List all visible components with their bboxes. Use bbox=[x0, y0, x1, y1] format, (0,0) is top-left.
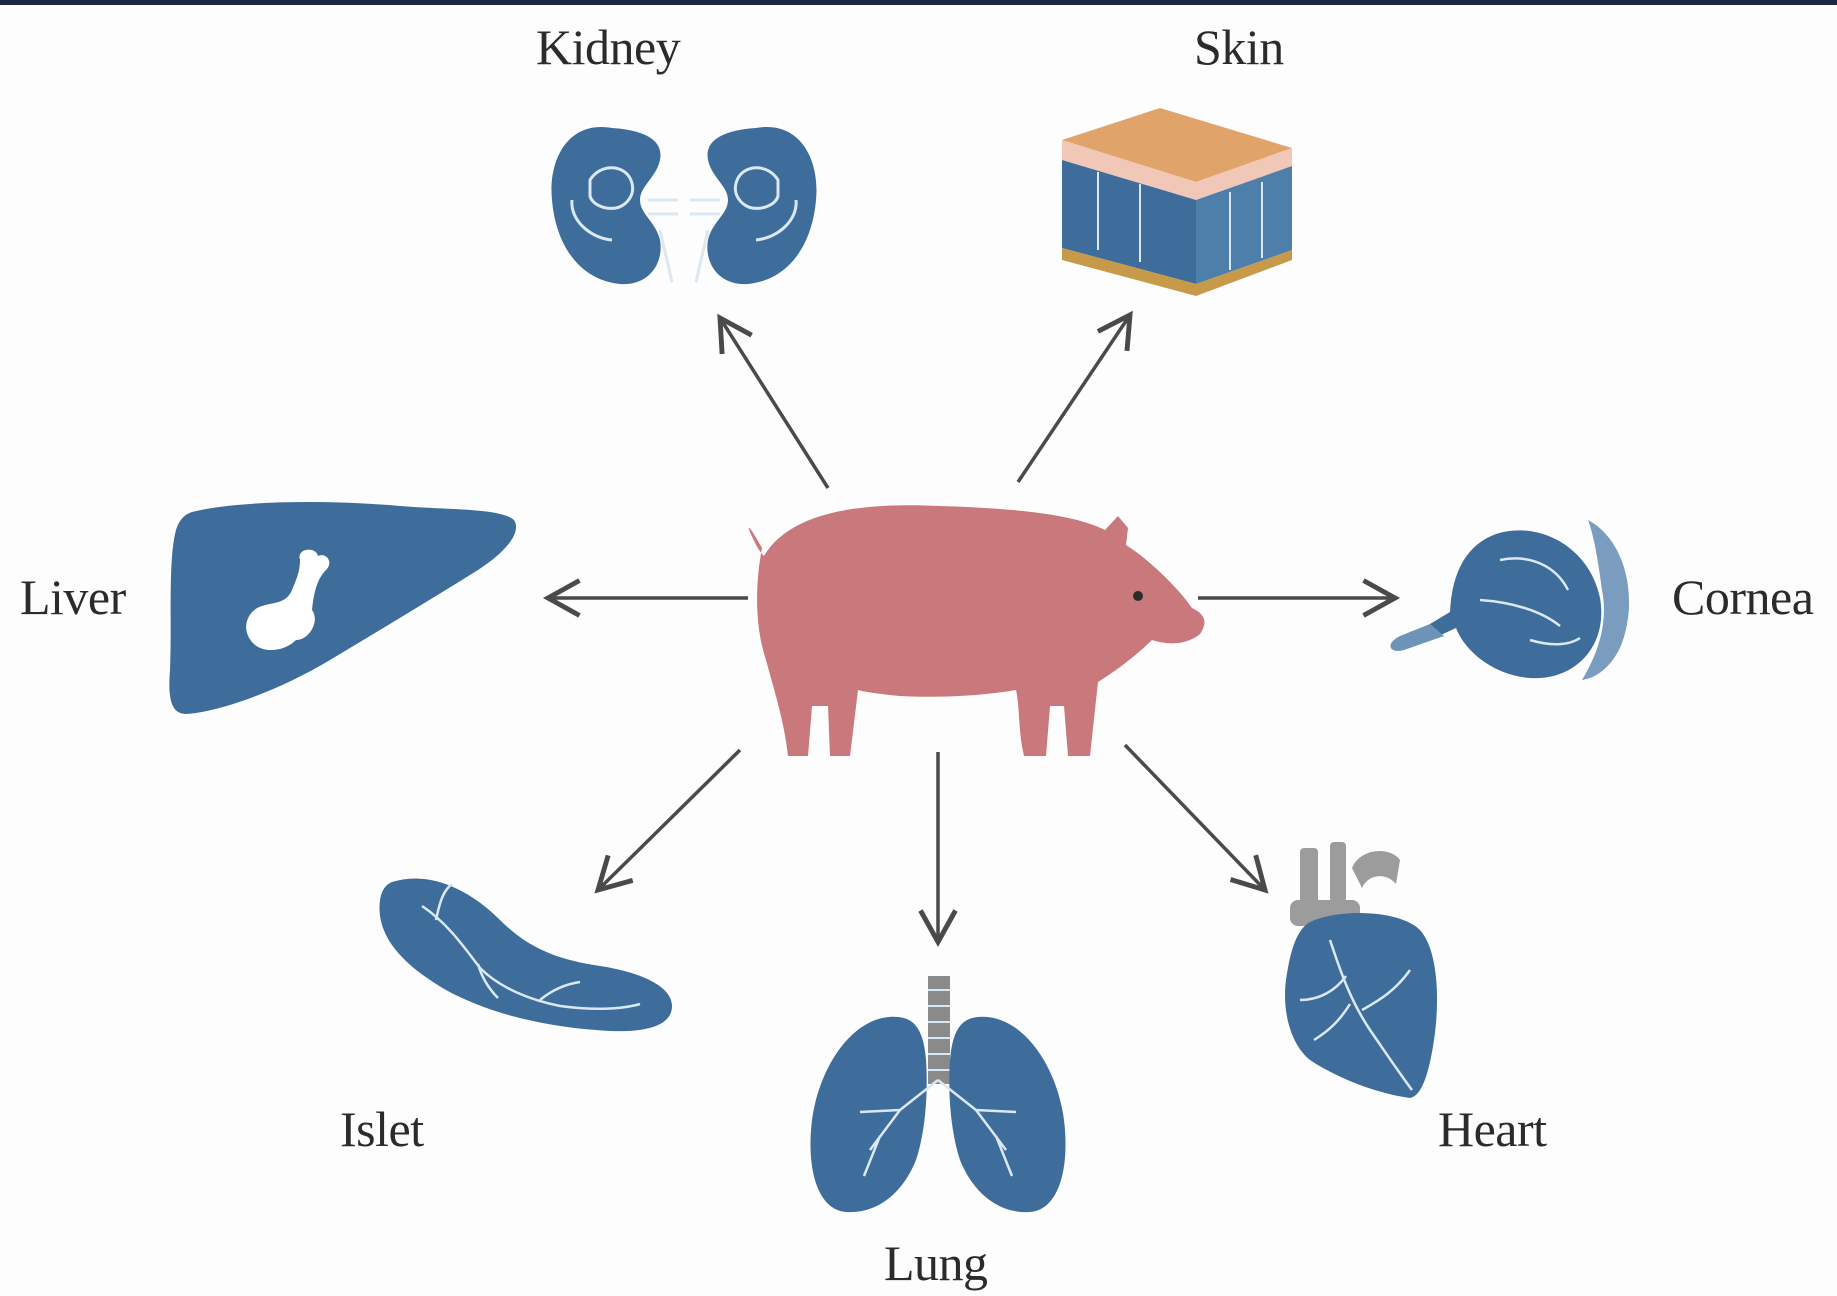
liver-icon bbox=[169, 502, 516, 714]
arrow-to-skin bbox=[1018, 315, 1130, 482]
arrow-to-heart bbox=[1125, 745, 1265, 890]
lung-label: Lung bbox=[884, 1238, 988, 1288]
heart-label: Heart bbox=[1438, 1104, 1547, 1154]
eye-icon bbox=[1390, 520, 1629, 680]
lungs-icon bbox=[810, 976, 1065, 1212]
pancreas-icon bbox=[380, 878, 673, 1031]
liver-label: Liver bbox=[20, 572, 126, 622]
islet-label: Islet bbox=[340, 1104, 424, 1154]
skin-label: Skin bbox=[1194, 22, 1284, 72]
kidney-icon bbox=[552, 127, 817, 284]
arrow-to-kidney bbox=[720, 318, 828, 488]
pig-eye bbox=[1133, 591, 1143, 601]
skin-icon bbox=[1062, 108, 1292, 296]
cornea-label: Cornea bbox=[1672, 572, 1813, 622]
heart-icon bbox=[1285, 842, 1437, 1098]
kidney-label: Kidney bbox=[536, 22, 680, 72]
pig-icon bbox=[749, 505, 1205, 756]
arrow-to-islet bbox=[598, 750, 740, 890]
